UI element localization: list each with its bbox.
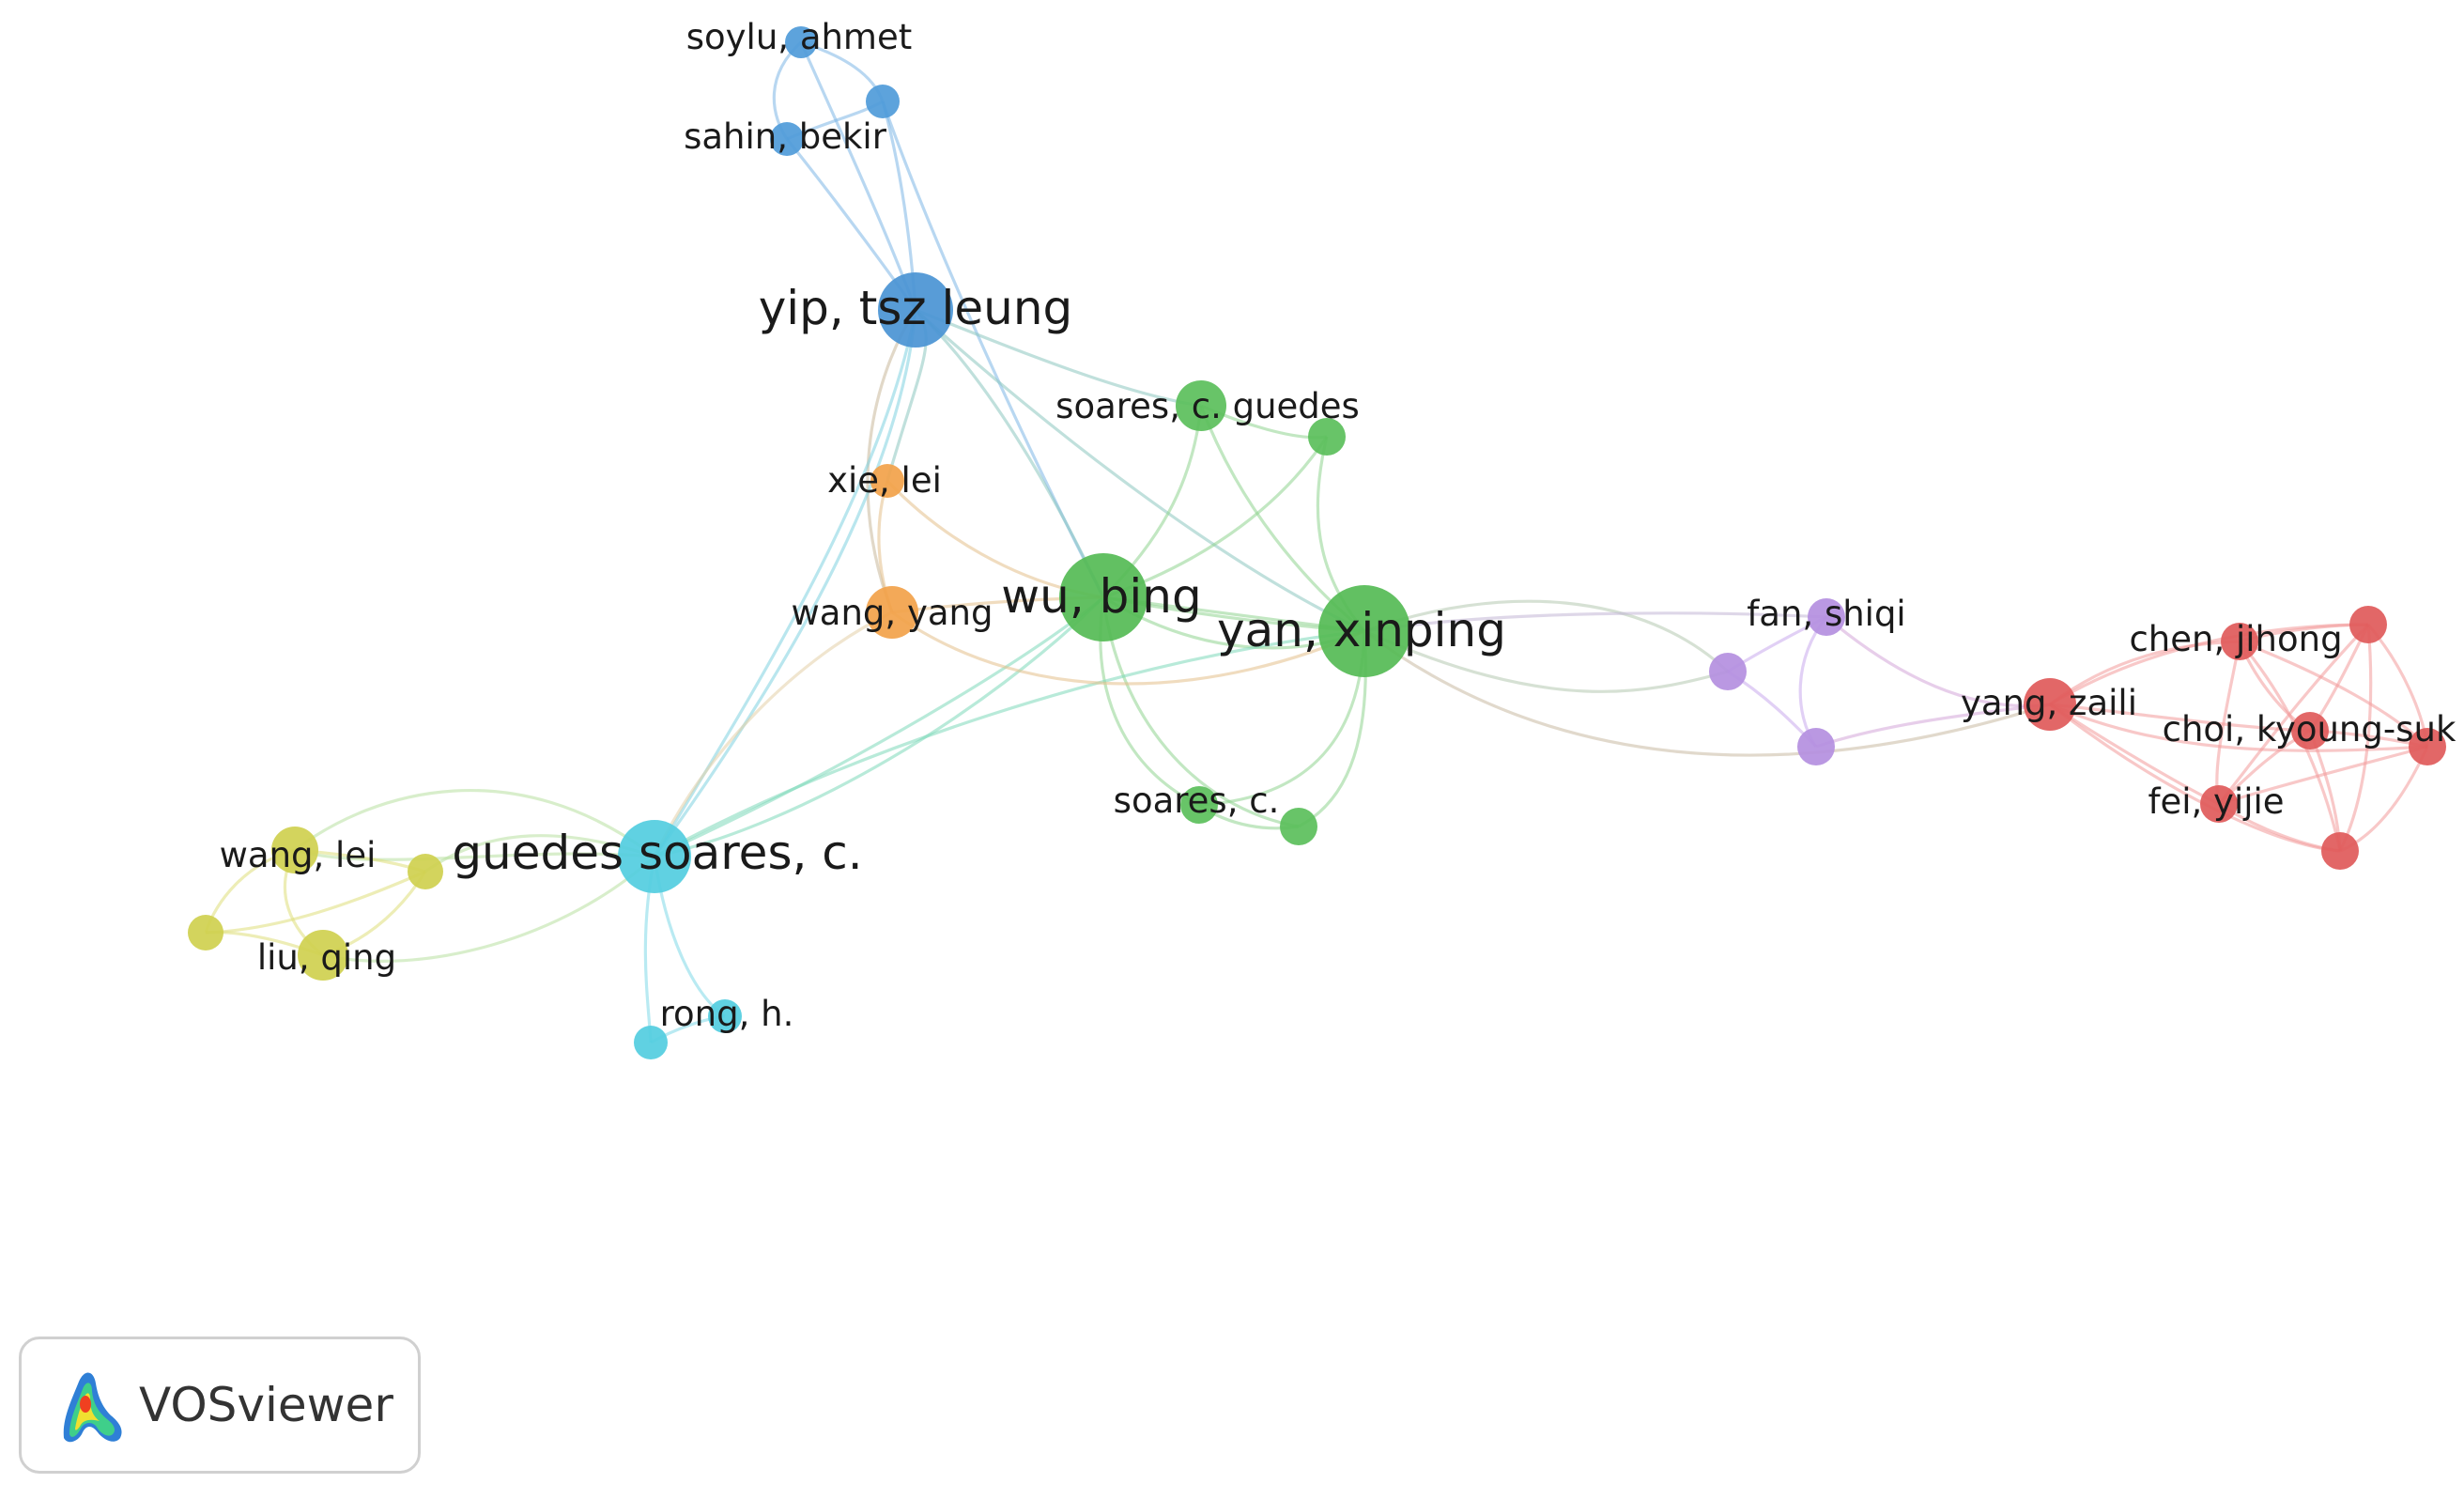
node-sahin-bekir[interactable] xyxy=(770,122,804,156)
node-chen-jihong[interactable] xyxy=(2221,623,2258,660)
edge xyxy=(2217,623,2370,806)
vosviewer-logo-icon xyxy=(63,1372,122,1443)
node-cyan-unlabeled[interactable] xyxy=(634,1026,668,1059)
node-rong-h[interactable] xyxy=(708,999,742,1033)
node-yellow-unlabeled-2[interactable] xyxy=(188,915,223,950)
node-green-unlabeled-2[interactable] xyxy=(1280,808,1317,845)
node-yip-tsz-leung[interactable] xyxy=(878,272,953,348)
edge xyxy=(2338,624,2373,852)
node-soares-c-guedes[interactable] xyxy=(1176,380,1226,431)
edge xyxy=(654,629,1365,858)
edge xyxy=(881,100,1105,598)
edge xyxy=(914,308,1105,598)
node-blue-unlabeled[interactable] xyxy=(866,85,900,118)
edge xyxy=(653,309,917,858)
node-choi-kyoung-suk[interactable] xyxy=(2291,712,2329,750)
node-yang-zaili[interactable] xyxy=(2024,678,2076,731)
edge xyxy=(1363,629,2051,757)
label-soares-c: soares, c. xyxy=(1114,780,1280,821)
edge xyxy=(915,308,1202,408)
label-yang-zaili: yang, zaili xyxy=(1961,683,2137,723)
edge xyxy=(891,610,1365,686)
edge xyxy=(322,855,656,963)
label-liu-qing: liu, qing xyxy=(257,937,396,978)
edge xyxy=(654,595,1105,858)
edge xyxy=(1363,599,1730,673)
edge xyxy=(1825,615,2051,708)
edges xyxy=(204,40,2429,1044)
edge xyxy=(2049,703,2311,733)
label-yan-xinping: yan, xinping xyxy=(1217,603,1506,657)
label-rong-h: rong, h. xyxy=(660,994,794,1034)
node-soares-c[interactable] xyxy=(1180,786,1218,824)
label-wang-lei: wang, lei xyxy=(220,835,377,875)
vosviewer-logo-box[interactable]: VOSviewer xyxy=(19,1337,421,1474)
node-yan-xinping[interactable] xyxy=(1318,585,1410,677)
node-wu-bing[interactable] xyxy=(1059,553,1147,641)
edge xyxy=(2049,640,2241,706)
edge xyxy=(1798,615,1828,748)
edge xyxy=(1815,703,2051,749)
node-guedes-soares-c[interactable] xyxy=(618,820,691,893)
label-fan-shiqi: fan, shiqi xyxy=(1747,594,1905,634)
label-yip-tsz-leung: yip, tsz leung xyxy=(759,281,1073,335)
node-red-unlabeled-3[interactable] xyxy=(2321,832,2359,870)
label-sahin-bekir: sahin, bekir xyxy=(684,116,887,157)
label-fei-yijie: fei, yijie xyxy=(2148,781,2284,822)
edge xyxy=(2238,640,2342,852)
edge xyxy=(914,308,1365,633)
node-red-unlabeled-2[interactable] xyxy=(2409,728,2446,765)
node-red-unlabeled-1[interactable] xyxy=(2349,606,2387,643)
nodes xyxy=(188,26,2446,1059)
label-wu-bing: wu, bing xyxy=(1001,569,1201,624)
label-xie-lei: xie, lei xyxy=(827,460,942,501)
label-soylu-ahmet: soylu, ahmet xyxy=(686,17,913,57)
label-guedes-soares-c: guedes soares, c. xyxy=(452,826,862,880)
edge xyxy=(294,848,655,861)
node-soylu-ahmet[interactable] xyxy=(785,26,817,58)
node-wang-lei[interactable] xyxy=(271,827,318,873)
edge xyxy=(1363,629,1729,693)
label-soares-c-guedes: soares, c. guedes xyxy=(1055,386,1360,426)
edge xyxy=(654,595,1105,858)
node-liu-qing[interactable] xyxy=(298,930,348,981)
label-wang-yang: wang, yang xyxy=(792,593,993,633)
edge xyxy=(205,870,426,935)
vosviewer-logo-text: VOSviewer xyxy=(139,1378,393,1432)
edge xyxy=(653,610,893,858)
edge xyxy=(1101,596,1300,828)
node-wang-yang[interactable] xyxy=(866,586,918,639)
node-yellow-unlabeled-1[interactable] xyxy=(408,854,443,889)
edge xyxy=(653,309,917,858)
labels: soylu, ahmet sahin, bekir yip, tsz leung… xyxy=(220,17,2456,1034)
edge xyxy=(1363,611,1827,633)
label-choi-kyoung-suk: choi, kyoung-suk xyxy=(2163,709,2456,750)
edge xyxy=(294,788,655,858)
node-purple-unlabeled-2[interactable] xyxy=(1797,728,1835,765)
node-purple-unlabeled-1[interactable] xyxy=(1709,653,1747,690)
label-chen-jihong: chen, jihong xyxy=(2129,619,2342,659)
node-fan-shiqi[interactable] xyxy=(1808,598,1845,636)
node-green-unlabeled-1[interactable] xyxy=(1308,418,1346,456)
edge xyxy=(2218,745,2428,806)
node-xie-lei[interactable] xyxy=(870,464,904,498)
node-fei-yijie[interactable] xyxy=(2200,785,2238,823)
edge xyxy=(2339,746,2429,853)
